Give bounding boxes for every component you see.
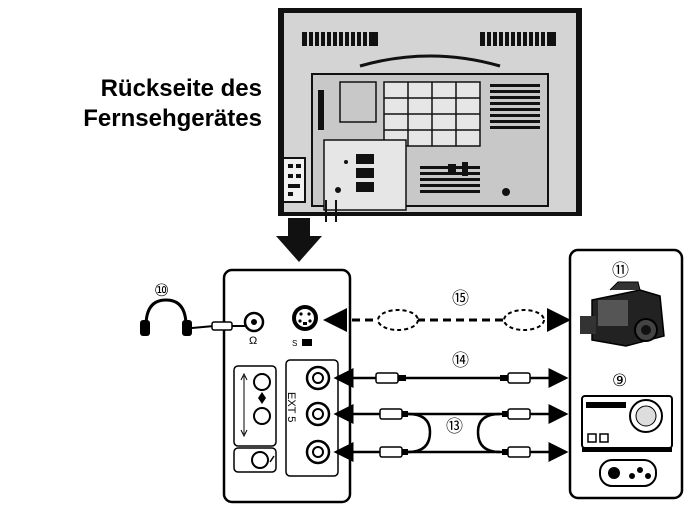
tv-rear-view	[278, 8, 582, 222]
headphone-symbol-label: Ω	[249, 335, 257, 347]
rca-video-jack	[305, 365, 331, 391]
ext5-label-wrap: EXT 5	[285, 392, 297, 422]
tv-handle	[359, 54, 501, 68]
callout-9: ⑨	[612, 371, 627, 391]
audio-cable	[333, 404, 569, 462]
callout-11: ⑪	[612, 261, 629, 281]
tv-side-terminal	[282, 157, 306, 203]
camcorder-icon	[580, 281, 665, 347]
callout-10: ⑩	[154, 281, 169, 301]
svideo-cable	[323, 308, 571, 332]
headphones-icon	[140, 298, 246, 336]
callout-13: ⑬	[446, 417, 463, 437]
zoom-arrow	[276, 218, 322, 262]
rca-audio-left-jack	[305, 401, 331, 427]
tv-rear-heading: Rückseite des Fernsehgerätes	[0, 74, 262, 134]
callout-14: ⑭	[452, 351, 469, 371]
control-button-up	[253, 373, 271, 391]
video-cable	[333, 368, 569, 388]
control-button-down	[253, 407, 271, 425]
heading-line-2: Fernsehgerätes	[83, 105, 262, 132]
svideo-label: S	[292, 339, 297, 348]
diamond-icon	[258, 392, 266, 404]
gamepad-icon	[599, 459, 657, 487]
side-av-panel: Ω S EXT 5	[222, 268, 352, 504]
volume-knob	[251, 451, 269, 469]
game-console-icon	[581, 395, 673, 452]
rca-audio-right-jack	[305, 439, 331, 465]
heading-line-1: Rückseite des	[100, 75, 262, 102]
ext5-label: EXT 5	[285, 392, 297, 422]
tv-label-grid	[383, 81, 481, 147]
callout-15: ⑮	[452, 289, 469, 309]
